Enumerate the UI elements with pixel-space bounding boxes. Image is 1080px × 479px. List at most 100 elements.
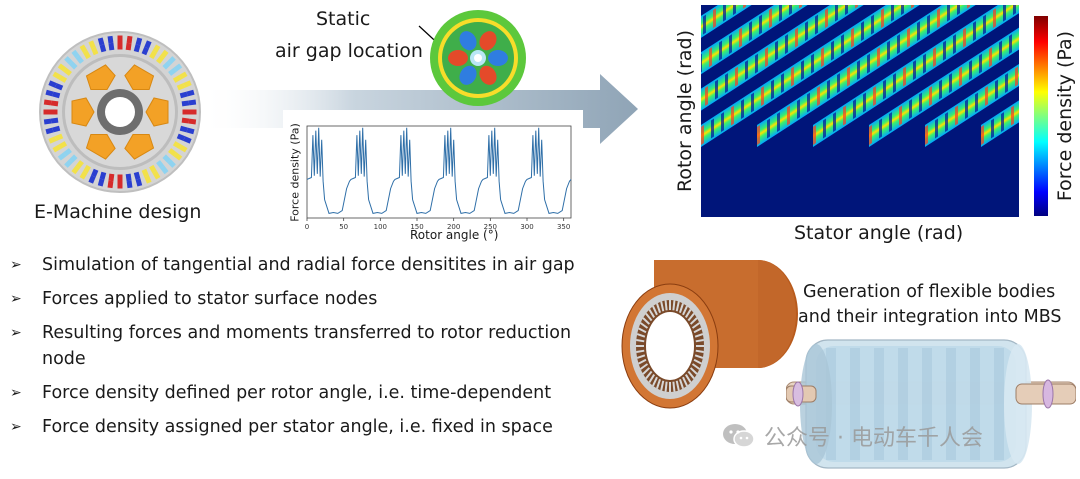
heatmap-band bbox=[981, 5, 1019, 147]
heatmap-cell bbox=[767, 118, 770, 139]
stator-tooth bbox=[645, 370, 653, 380]
stator-tooth bbox=[672, 300, 676, 311]
stator-tooth bbox=[652, 305, 658, 316]
stator-slot bbox=[69, 61, 78, 70]
stator-slot bbox=[48, 136, 57, 144]
stator-slot bbox=[144, 175, 152, 184]
heatmap-cell bbox=[765, 47, 768, 68]
stator-slot bbox=[107, 180, 114, 189]
bullet-item: ➢Resulting forces and moments transferre… bbox=[10, 320, 610, 372]
heatmap-cell bbox=[705, 86, 708, 107]
stator-slot bbox=[54, 83, 64, 91]
heatmap-cell bbox=[907, 27, 910, 48]
heatmap-cell bbox=[893, 73, 896, 94]
stator-tooth bbox=[684, 308, 692, 318]
stator-tooth bbox=[687, 312, 695, 322]
heatmap-cell bbox=[899, 105, 902, 126]
heatmap-cell bbox=[739, 27, 742, 48]
stator-slot bbox=[91, 168, 99, 178]
heatmap-cell bbox=[757, 125, 760, 145]
heatmap-cell bbox=[771, 79, 774, 100]
heatmap-cell bbox=[995, 79, 998, 100]
stator-slot bbox=[79, 170, 88, 180]
stator-slot bbox=[108, 173, 115, 182]
x-tick-label: 100 bbox=[374, 223, 387, 231]
heatmap-cell bbox=[713, 8, 716, 29]
bullet-text: Resulting forces and moments transferred… bbox=[42, 323, 572, 369]
stator-slot bbox=[43, 99, 52, 106]
watermark-text: 公众号 · 电动车千人会 bbox=[764, 426, 983, 451]
heatmap-cell bbox=[889, 112, 892, 133]
heatmap-cell bbox=[871, 14, 874, 35]
stator-slot bbox=[167, 159, 176, 168]
stator-slot bbox=[58, 141, 68, 149]
heatmap-cell bbox=[815, 14, 818, 35]
stator-tooth bbox=[636, 339, 645, 343]
stator-slot bbox=[97, 37, 105, 46]
stator-slot bbox=[178, 71, 188, 80]
heatmap-cell bbox=[879, 118, 882, 139]
rotor-assembly-3d bbox=[786, 339, 1076, 469]
heatmap-cell bbox=[835, 5, 838, 22]
stator-slot bbox=[156, 55, 165, 64]
stator-tooth bbox=[679, 378, 684, 389]
stator-slot bbox=[186, 89, 195, 97]
stator-tooth bbox=[675, 380, 680, 391]
stator-slot bbox=[83, 164, 91, 174]
heatmap-cell bbox=[823, 118, 826, 139]
bullet-item: ➢Simulation of tangential and radial for… bbox=[10, 252, 610, 278]
stator-slot bbox=[144, 40, 152, 49]
stator-slot bbox=[173, 63, 183, 72]
stator-slot bbox=[88, 40, 96, 49]
stator-slot bbox=[125, 173, 132, 182]
heatmap-cell bbox=[985, 86, 988, 107]
stator-slot bbox=[183, 80, 192, 88]
stator-slot bbox=[75, 55, 84, 64]
stator-slot bbox=[57, 63, 67, 72]
stator-slot bbox=[45, 89, 54, 97]
heatmap-cell bbox=[947, 5, 950, 22]
heatmap-cell bbox=[927, 14, 930, 35]
stator-tooth bbox=[679, 303, 684, 314]
stator-tooth bbox=[648, 308, 656, 318]
stator-slot bbox=[141, 46, 149, 56]
heatmap-cell bbox=[989, 47, 992, 68]
stator-slot bbox=[156, 160, 165, 169]
heatmap-cell bbox=[883, 79, 886, 100]
stator-slot bbox=[173, 152, 183, 161]
stator-slot bbox=[63, 148, 72, 157]
rotor-bar bbox=[874, 348, 884, 460]
rotor-magnet-pole bbox=[145, 97, 169, 127]
bullet-arrow-icon: ➢ bbox=[10, 257, 22, 273]
stator-slot bbox=[160, 49, 169, 59]
stator-slot bbox=[126, 180, 133, 189]
rotor-bar bbox=[922, 348, 932, 460]
stator-slot bbox=[52, 71, 62, 80]
contour-hotspot bbox=[459, 65, 477, 85]
heatmap-cell bbox=[935, 118, 938, 139]
heatmap-cell bbox=[919, 92, 922, 113]
stator-slot bbox=[168, 148, 177, 157]
heatmap-cell bbox=[703, 14, 706, 35]
heatmap-cell bbox=[825, 8, 828, 29]
heatmap-cell bbox=[913, 60, 916, 81]
heatmap-cell bbox=[965, 99, 968, 120]
stator-tooth bbox=[638, 358, 647, 365]
stator-slot bbox=[168, 67, 177, 76]
heatmap-cell bbox=[929, 86, 932, 107]
contour-hotspot bbox=[459, 31, 477, 51]
heatmap-cell bbox=[863, 92, 866, 113]
stator-slot bbox=[117, 174, 123, 182]
heatmap-cell bbox=[917, 21, 920, 42]
heatmap-cell bbox=[991, 118, 994, 139]
rotor-magnet-pole bbox=[71, 97, 95, 127]
stator-cylinder-3d bbox=[621, 260, 798, 409]
heatmap-cell bbox=[853, 99, 856, 120]
wechat-icon bbox=[723, 424, 755, 448]
stator-tooth bbox=[664, 300, 668, 311]
stator-slot bbox=[63, 67, 72, 76]
heatmap-cell bbox=[785, 34, 788, 55]
force-density-heatmap bbox=[701, 5, 1019, 217]
heatmap-cell bbox=[943, 40, 946, 61]
